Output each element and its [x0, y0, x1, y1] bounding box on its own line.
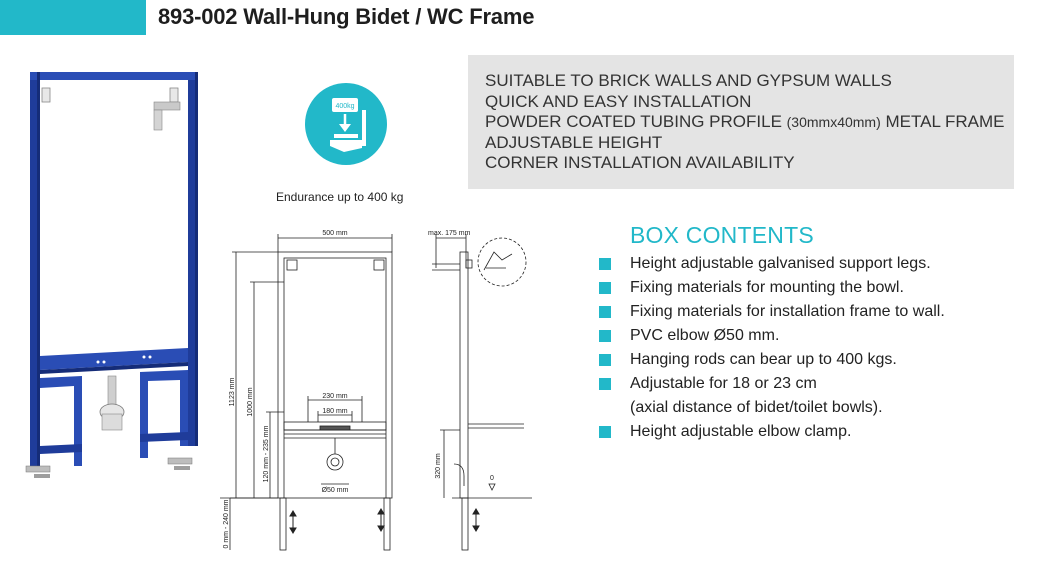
dim-elbow-label: Ø50 mm — [322, 487, 349, 494]
bullet-square-icon — [599, 306, 611, 318]
feature-item: ADJUSTABLE HEIGHT — [485, 132, 663, 152]
dim-320-label: 320 mm — [435, 453, 442, 478]
list-item: Adjustable for 18 or 23 cm(axial distanc… — [598, 372, 945, 420]
dim-legs-label: 0 mm - 240 mm — [223, 499, 230, 548]
feature-item: CORNER INSTALLATION AVAILABILITY — [485, 153, 795, 173]
bullet-square-icon — [599, 282, 611, 294]
weight-endurance-icon: 400kg — [305, 83, 387, 165]
bullet-square-icon — [599, 354, 611, 366]
endurance-caption: Endurance up to 400 kg — [276, 190, 404, 204]
floor-mark-label: 0 — [490, 475, 494, 482]
dim-1000-label: 1000 mm — [247, 387, 254, 416]
technical-drawing: 500 mm max. 175 mm 230 mm 180 mm Ø50 mm … — [220, 230, 532, 551]
list-item: PVC elbow Ø50 mm. — [598, 324, 945, 348]
dim-1123-label: 1123 mm — [229, 378, 236, 407]
list-item: Height adjustable galvanised support leg… — [598, 252, 945, 276]
features-panel: SUITABLE TO BRICK WALLS AND GYPSUM WALLS… — [468, 55, 1014, 189]
bullet-square-icon — [599, 378, 611, 390]
list-item: Fixing materials for mounting the bowl. — [598, 276, 945, 300]
list-item: Fixing materials for installation frame … — [598, 300, 945, 324]
product-frame-image — [25, 72, 198, 478]
dim-230-label: 230 mm — [322, 393, 347, 400]
list-item: Hanging rods can bear up to 400 kgs. — [598, 348, 945, 372]
list-item: Height adjustable elbow clamp. — [598, 420, 945, 444]
bullet-square-icon — [599, 426, 611, 438]
page-title: 893-002 Wall-Hung Bidet / WC Frame — [158, 4, 535, 29]
badge-weight-label: 400kg — [335, 103, 354, 110]
dim-180-label: 180 mm — [322, 408, 347, 415]
feature-item: SUITABLE TO BRICK WALLS AND GYPSUM WALLS — [485, 71, 892, 90]
bullet-square-icon — [599, 330, 611, 342]
box-contents-list: Height adjustable galvanised support leg… — [598, 252, 945, 444]
dim-max-depth-label: max. 175 mm — [428, 230, 471, 237]
bullet-square-icon — [599, 258, 611, 270]
box-contents-heading: BOX CONTENTS — [630, 222, 814, 248]
dim-width-label: 500 mm — [322, 230, 347, 237]
header-accent-bar — [0, 0, 146, 35]
feature-item: QUICK AND EASY INSTALLATION — [485, 91, 752, 111]
dim-120-235-label: 120 mm - 235 mm — [263, 425, 270, 482]
feature-item: POWDER COATED TUBING PROFILE (30mmx40mm)… — [485, 112, 1005, 132]
